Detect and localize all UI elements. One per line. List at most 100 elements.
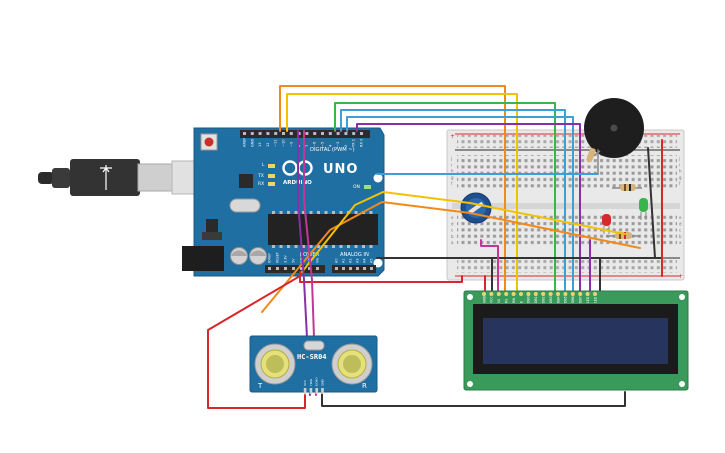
sensor-pin bbox=[321, 388, 324, 394]
row-letter: h bbox=[679, 169, 682, 174]
wire-orange bbox=[279, 85, 506, 293]
sensor-pin bbox=[303, 388, 307, 394]
wire-purple bbox=[356, 123, 581, 293]
lcd-pin bbox=[563, 292, 568, 296]
row-letter: h bbox=[451, 169, 454, 174]
wire-yellow bbox=[286, 93, 518, 293]
header-pin bbox=[308, 267, 311, 270]
row-letter: d bbox=[679, 221, 682, 226]
row-letter: i bbox=[451, 162, 452, 167]
header-pin bbox=[316, 267, 319, 270]
chip-pin bbox=[309, 211, 313, 214]
lcd-pin-label: DB6 bbox=[571, 296, 575, 303]
lcd-pin bbox=[585, 292, 590, 296]
pin-label: 12 bbox=[266, 142, 270, 147]
chip-pin bbox=[347, 245, 350, 248]
chip-pin bbox=[354, 245, 358, 248]
header-pin bbox=[297, 132, 301, 135]
header-pin bbox=[349, 267, 352, 270]
row-letter: a bbox=[451, 240, 454, 245]
lcd-pin bbox=[533, 292, 538, 296]
chip-pin bbox=[279, 245, 283, 248]
sensor-pin bbox=[315, 388, 318, 394]
lcd-pin-label: DB7 bbox=[579, 296, 583, 303]
header-pin bbox=[336, 132, 340, 135]
chip-pin bbox=[339, 211, 343, 214]
row-letter: i bbox=[679, 162, 680, 167]
lcd-pin-label: RS bbox=[505, 299, 509, 303]
pin-label: 2 bbox=[344, 145, 348, 147]
header-pin bbox=[363, 267, 366, 270]
sensor-pin-label: VCC bbox=[303, 380, 307, 386]
row-letter: b bbox=[451, 234, 454, 239]
row-letter: g bbox=[451, 175, 454, 180]
green-led bbox=[639, 198, 648, 220]
header-pin bbox=[305, 132, 309, 135]
lcd-pin bbox=[556, 292, 560, 296]
header-pin bbox=[274, 132, 278, 135]
pin-label: GND bbox=[250, 139, 254, 147]
row-letter: c bbox=[451, 228, 453, 233]
pin-label: 5V bbox=[292, 258, 296, 263]
analog-label: ANALOG IN bbox=[340, 252, 369, 258]
wire-yellow-diag bbox=[301, 191, 626, 273]
pin-label: IOREF bbox=[268, 253, 272, 263]
chip-pin bbox=[332, 211, 335, 214]
lcd-pin-label: RW bbox=[512, 297, 516, 303]
sensor-model: HC-SR04 bbox=[297, 353, 327, 361]
pin-label: AREF bbox=[243, 138, 247, 147]
chip-pin bbox=[324, 245, 328, 248]
wire-orange-diag bbox=[261, 201, 641, 313]
sensor-pin bbox=[309, 388, 313, 394]
pin-label: TX 1 bbox=[352, 139, 356, 148]
sensor-pin-label: TRIG bbox=[309, 378, 313, 387]
chip-pin bbox=[279, 211, 283, 214]
lcd-screen bbox=[483, 318, 668, 364]
l-led-label: L bbox=[262, 162, 265, 168]
row-letter: e bbox=[451, 215, 454, 220]
lcd-pin bbox=[496, 292, 501, 296]
header-pin bbox=[335, 267, 338, 270]
lcd-pin-label: DB1 bbox=[534, 296, 538, 303]
header-pin bbox=[370, 267, 373, 270]
header-pin bbox=[356, 267, 359, 270]
on-led-label: ON bbox=[353, 184, 360, 190]
lcd-pin-label: DB4 bbox=[556, 296, 560, 303]
chip-pin bbox=[317, 211, 320, 214]
chip-pin bbox=[294, 245, 298, 248]
lcd-pin bbox=[482, 292, 486, 296]
pin-label: ~6 bbox=[313, 141, 317, 147]
header-pin bbox=[268, 267, 271, 270]
row-letter: f bbox=[679, 181, 681, 186]
row-letter: j bbox=[678, 156, 680, 161]
lcd-pin bbox=[489, 292, 494, 296]
chip-pin bbox=[272, 245, 275, 248]
chip-pin bbox=[287, 245, 290, 248]
chip-pin bbox=[294, 211, 298, 214]
header-pin bbox=[360, 132, 363, 135]
row-letter: j bbox=[450, 156, 452, 161]
header-pin bbox=[284, 267, 287, 270]
header-pin bbox=[276, 267, 279, 270]
piezo-buzzer bbox=[584, 98, 644, 158]
pin-label: ~10 bbox=[282, 139, 286, 147]
lcd-pin-label: DB5 bbox=[564, 296, 568, 303]
resistor bbox=[612, 184, 642, 191]
row-letter: e bbox=[679, 215, 682, 220]
analog-header bbox=[332, 265, 376, 273]
chip-pin bbox=[332, 245, 335, 248]
lcd-pin-label: VCC bbox=[490, 296, 494, 303]
lcd-pin bbox=[519, 292, 523, 296]
row-letter: f bbox=[451, 181, 453, 186]
wire-red-sensor bbox=[207, 275, 306, 409]
lcd-pin-label: V0 bbox=[497, 299, 501, 303]
header-pin bbox=[266, 132, 270, 135]
lcd-pin-label: LED bbox=[593, 296, 597, 303]
chip-pin bbox=[309, 245, 313, 248]
dc-jack bbox=[182, 246, 224, 271]
lcd-pin bbox=[526, 292, 531, 296]
wire-black-sensor bbox=[321, 391, 626, 407]
